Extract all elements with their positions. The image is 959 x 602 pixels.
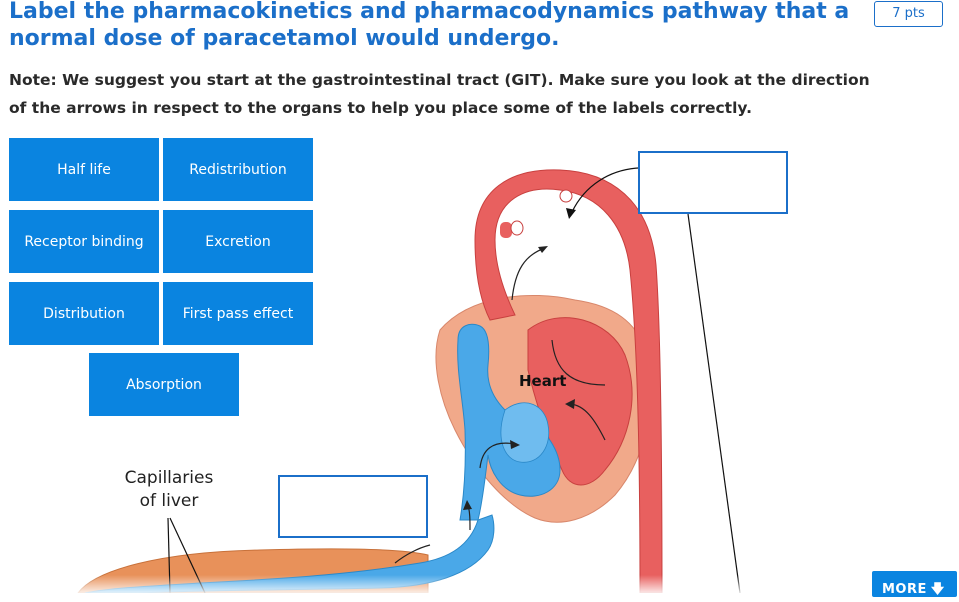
drop-zone-portal[interactable] [278, 475, 428, 538]
more-button-label: MORE [882, 582, 927, 597]
more-button[interactable]: MORE🡇 [872, 571, 957, 597]
label-tile-receptor-binding[interactable]: Receptor binding [9, 210, 159, 273]
flow-arrow [511, 247, 546, 301]
vessel-stub [559, 189, 573, 203]
vessel-stub [510, 220, 524, 236]
question-title: Label the pharmacokinetics and pharmacod… [9, 0, 850, 51]
label-tile-absorption[interactable]: Absorption [89, 353, 239, 416]
drop-zone-heart-top[interactable] [638, 151, 788, 214]
points-badge: 7 pts [874, 1, 943, 27]
right-atrium [500, 402, 550, 463]
aorta [474, 169, 663, 593]
liver-capillaries-label: Capillaries of liver [124, 468, 214, 511]
label-tile-distribution[interactable]: Distribution [9, 282, 159, 345]
label-tile-half-life[interactable]: Half life [9, 138, 159, 201]
leader-line [687, 213, 741, 593]
leader-line [571, 167, 639, 213]
label-tile-first-pass-effect[interactable]: First pass effect [163, 282, 313, 345]
flow-arrow [479, 442, 516, 469]
flow-arrow [394, 544, 431, 564]
heart-label: Heart [519, 372, 567, 390]
label-tile-redistribution[interactable]: Redistribution [163, 138, 313, 201]
down-arrow-icon: 🡇 [930, 582, 945, 597]
scroll-fade [0, 575, 959, 593]
flow-arrow [551, 339, 606, 386]
label-tile-excretion[interactable]: Excretion [163, 210, 313, 273]
question-note: Note: We suggest you start at the gastro… [9, 71, 870, 117]
